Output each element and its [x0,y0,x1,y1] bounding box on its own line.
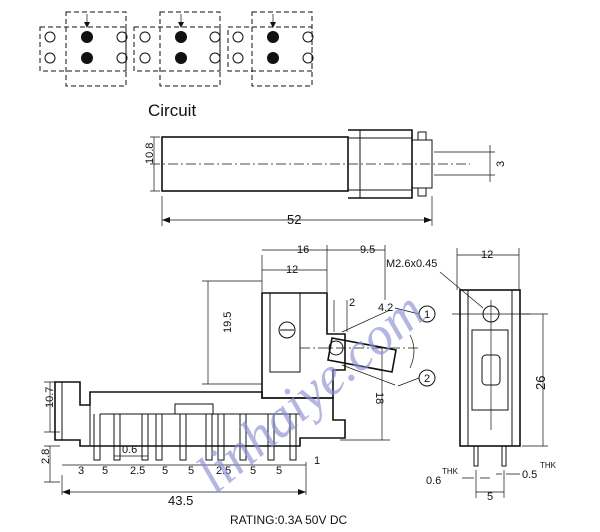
dim-height-26: 26 [533,376,548,390]
pitch-3: 2.5 [130,465,145,477]
circuit-title: Circuit [148,101,196,120]
thk-left-value: 0.6 [426,475,441,487]
dim-18: 18 [373,392,385,404]
circuit-unit-2 [133,11,221,87]
dim-length-52: 52 [287,212,301,227]
dim-total-43-5: 43.5 [168,493,193,508]
pitch-5: 5 [188,465,194,477]
pitch-2: 5 [102,465,108,477]
pitch-4: 5 [162,465,168,477]
dim-offset-3: 3 [495,161,507,167]
thk-right-value: 0.5 [522,469,537,481]
pitch-8: 5 [276,465,282,477]
pitch-row: 3 5 2.5 5 5 2.5 5 5 [78,465,282,477]
rating-text: RATING:0.3A 50V DC [230,513,347,527]
dim-12: 12 [286,264,298,276]
dim-2-8: 2.8 [40,449,52,464]
dim-pin-0-6: 0.6 [122,444,137,456]
screw-spec: M2.6x0.45 [386,258,437,270]
position-2-label: 2 [424,373,430,385]
top-view: 10.8 52 3 [144,129,507,227]
side-view: 1 2 16 9.5 12 19.5 [40,244,436,508]
side-pins [93,414,297,461]
dim-4-2: 4.2 [378,302,393,314]
dim-16: 16 [297,244,309,256]
position-1-label: 1 [424,309,430,321]
thk-right-sup: THK [540,461,557,470]
dim-2: 2 [349,297,355,309]
end-view: 12 M2.6x0.45 26 0.6 THK 0.5 THK 5 [386,248,557,503]
dim-pitch-5: 5 [487,491,493,503]
thk-left-sup: THK [442,467,459,476]
dim-end-1: 1 [314,455,320,467]
circuit-diagram: Circuit [39,11,314,120]
pitch-6: 2.5 [216,465,231,477]
dim-height-10-8: 10.8 [144,143,156,164]
dim-9-5: 9.5 [360,244,375,256]
dim-19-5: 19.5 [222,312,234,333]
circuit-unit-1 [39,11,128,87]
circuit-unit-3 [227,11,314,87]
pitch-1: 3 [78,465,84,477]
dim-width-12: 12 [481,249,493,261]
pitch-7: 5 [250,465,256,477]
dim-10-7: 10.7 [44,387,56,408]
